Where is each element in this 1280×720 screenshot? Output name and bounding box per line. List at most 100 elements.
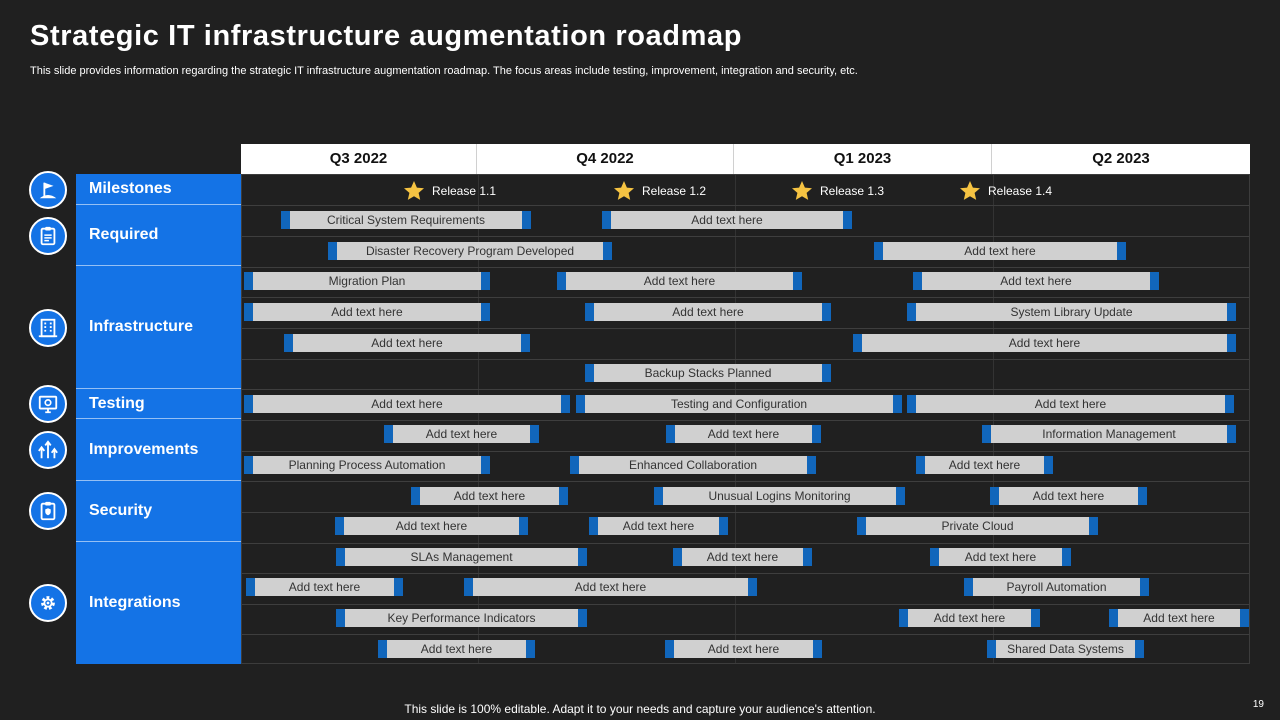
star-icon xyxy=(792,181,812,200)
grid-divider xyxy=(242,420,1249,421)
task-bar[interactable]: Migration Plan xyxy=(244,272,490,290)
category-infrastructure: Infrastructure xyxy=(76,266,241,389)
star-icon xyxy=(960,181,980,200)
task-bar[interactable]: Backup Stacks Planned xyxy=(585,364,831,382)
page-subtitle: This slide provides information regardin… xyxy=(30,65,858,77)
grid-divider xyxy=(242,205,1249,206)
task-bar[interactable]: Add text here xyxy=(930,548,1071,566)
grid-divider xyxy=(242,543,1249,544)
task-bar[interactable]: Information Management xyxy=(982,425,1236,443)
task-bar[interactable]: Add text here xyxy=(673,548,812,566)
grid-divider xyxy=(242,634,1249,635)
grid-divider xyxy=(242,297,1249,298)
building-icon xyxy=(29,309,67,347)
star-icon xyxy=(614,181,634,200)
task-bar[interactable]: Add text here xyxy=(907,395,1234,413)
roadmap-grid xyxy=(241,174,1250,664)
task-bar[interactable]: Add text here xyxy=(284,334,530,352)
grid-divider xyxy=(242,604,1249,605)
category-label: Improvements xyxy=(89,440,199,458)
page-title: Strategic IT infrastructure augmentation… xyxy=(30,20,743,52)
task-bar[interactable]: Add text here xyxy=(874,242,1126,260)
grid-divider xyxy=(242,236,1249,237)
task-bar[interactable]: Unusual Logins Monitoring xyxy=(654,487,905,505)
quarter-q4-2022: Q4 2022 xyxy=(477,144,734,174)
task-bar[interactable]: Add text here xyxy=(585,303,831,321)
grid-divider xyxy=(242,451,1249,452)
page-number: 19 xyxy=(1252,699,1264,710)
milestone-label: Release 1.3 xyxy=(820,184,885,198)
grid-divider xyxy=(478,175,479,663)
category-improvements: Improvements xyxy=(76,419,241,481)
milestone-release-1-2: Release 1.2 xyxy=(612,180,706,202)
category-label: Testing xyxy=(89,394,145,412)
task-bar[interactable]: Add text here xyxy=(916,456,1053,474)
task-bar[interactable]: SLAs Management xyxy=(336,548,587,566)
grid-divider xyxy=(735,175,736,663)
task-bar[interactable]: Disaster Recovery Program Developed xyxy=(328,242,612,260)
task-bar[interactable]: Add text here xyxy=(602,211,852,229)
category-label: Infrastructure xyxy=(89,318,194,335)
task-bar[interactable]: Add text here xyxy=(990,487,1147,505)
category-integrations: Integrations xyxy=(76,542,241,664)
task-bar[interactable]: Add text here xyxy=(899,609,1040,627)
milestone-release-1-3: Release 1.3 xyxy=(790,180,884,202)
quarter-q1-2023: Q1 2023 xyxy=(734,144,992,174)
task-bar[interactable]: Add text here xyxy=(913,272,1159,290)
task-bar[interactable]: Add text here xyxy=(411,487,568,505)
task-bar[interactable]: Add text here xyxy=(853,334,1236,352)
quarter-q3-2022: Q3 2022 xyxy=(241,144,477,174)
milestone-label: Release 1.1 xyxy=(432,184,497,198)
category-column: Milestones Required Infrastructure Testi… xyxy=(76,174,241,664)
grid-divider xyxy=(993,175,994,663)
task-bar[interactable]: Enhanced Collaboration xyxy=(570,456,816,474)
category-label: Required xyxy=(89,226,159,243)
category-security: Security xyxy=(76,481,241,542)
growth-arrows-icon xyxy=(29,431,67,469)
star-icon xyxy=(404,181,424,200)
flag-icon xyxy=(29,171,67,209)
category-required: Required xyxy=(76,205,241,266)
grid-divider xyxy=(242,328,1249,329)
task-bar[interactable]: Key Performance Indicators xyxy=(336,609,587,627)
milestone-release-1-1: Release 1.1 xyxy=(402,180,496,202)
clipboard-icon xyxy=(29,217,67,255)
task-bar[interactable]: Add text here xyxy=(244,303,490,321)
footer-note: This slide is 100% editable. Adapt it to… xyxy=(404,702,876,716)
category-testing: Testing xyxy=(76,389,241,419)
task-bar[interactable]: Add text here xyxy=(335,517,528,535)
task-bar[interactable]: Add text here xyxy=(1109,609,1249,627)
task-bar[interactable]: Planning Process Automation xyxy=(244,456,490,474)
task-bar[interactable]: Private Cloud xyxy=(857,517,1098,535)
grid-divider xyxy=(242,573,1249,574)
shield-clipboard-icon xyxy=(29,492,67,530)
task-bar[interactable]: Payroll Automation xyxy=(964,578,1149,596)
grid-divider xyxy=(242,389,1249,390)
grid-divider xyxy=(242,481,1249,482)
task-bar[interactable]: Critical System Requirements xyxy=(281,211,531,229)
task-bar[interactable]: Add text here xyxy=(665,640,822,658)
task-bar[interactable]: Shared Data Systems xyxy=(987,640,1144,658)
task-bar[interactable]: Add text here xyxy=(384,425,539,443)
task-bar[interactable]: Add text here xyxy=(244,395,570,413)
grid-divider xyxy=(242,512,1249,513)
quarter-header: Q3 2022 Q4 2022 Q1 2023 Q2 2023 xyxy=(241,144,1250,174)
milestone-release-1-4: Release 1.4 xyxy=(958,180,1052,202)
task-bar[interactable]: Add text here xyxy=(246,578,403,596)
category-label: Security xyxy=(89,502,153,519)
milestone-label: Release 1.4 xyxy=(988,184,1053,198)
task-bar[interactable]: Add text here xyxy=(378,640,535,658)
task-bar[interactable]: Add text here xyxy=(557,272,802,290)
category-label: Milestones xyxy=(89,180,172,197)
task-bar[interactable]: System Library Update xyxy=(907,303,1236,321)
grid-divider xyxy=(242,267,1249,268)
task-bar[interactable]: Add text here xyxy=(464,578,757,596)
gear-icon xyxy=(29,584,67,622)
monitor-gear-icon xyxy=(29,385,67,423)
task-bar[interactable]: Add text here xyxy=(589,517,728,535)
milestone-label: Release 1.2 xyxy=(642,184,707,198)
task-bar[interactable]: Add text here xyxy=(666,425,821,443)
category-label: Integrations xyxy=(89,594,181,611)
grid-divider xyxy=(242,359,1249,360)
task-bar[interactable]: Testing and Configuration xyxy=(576,395,902,413)
